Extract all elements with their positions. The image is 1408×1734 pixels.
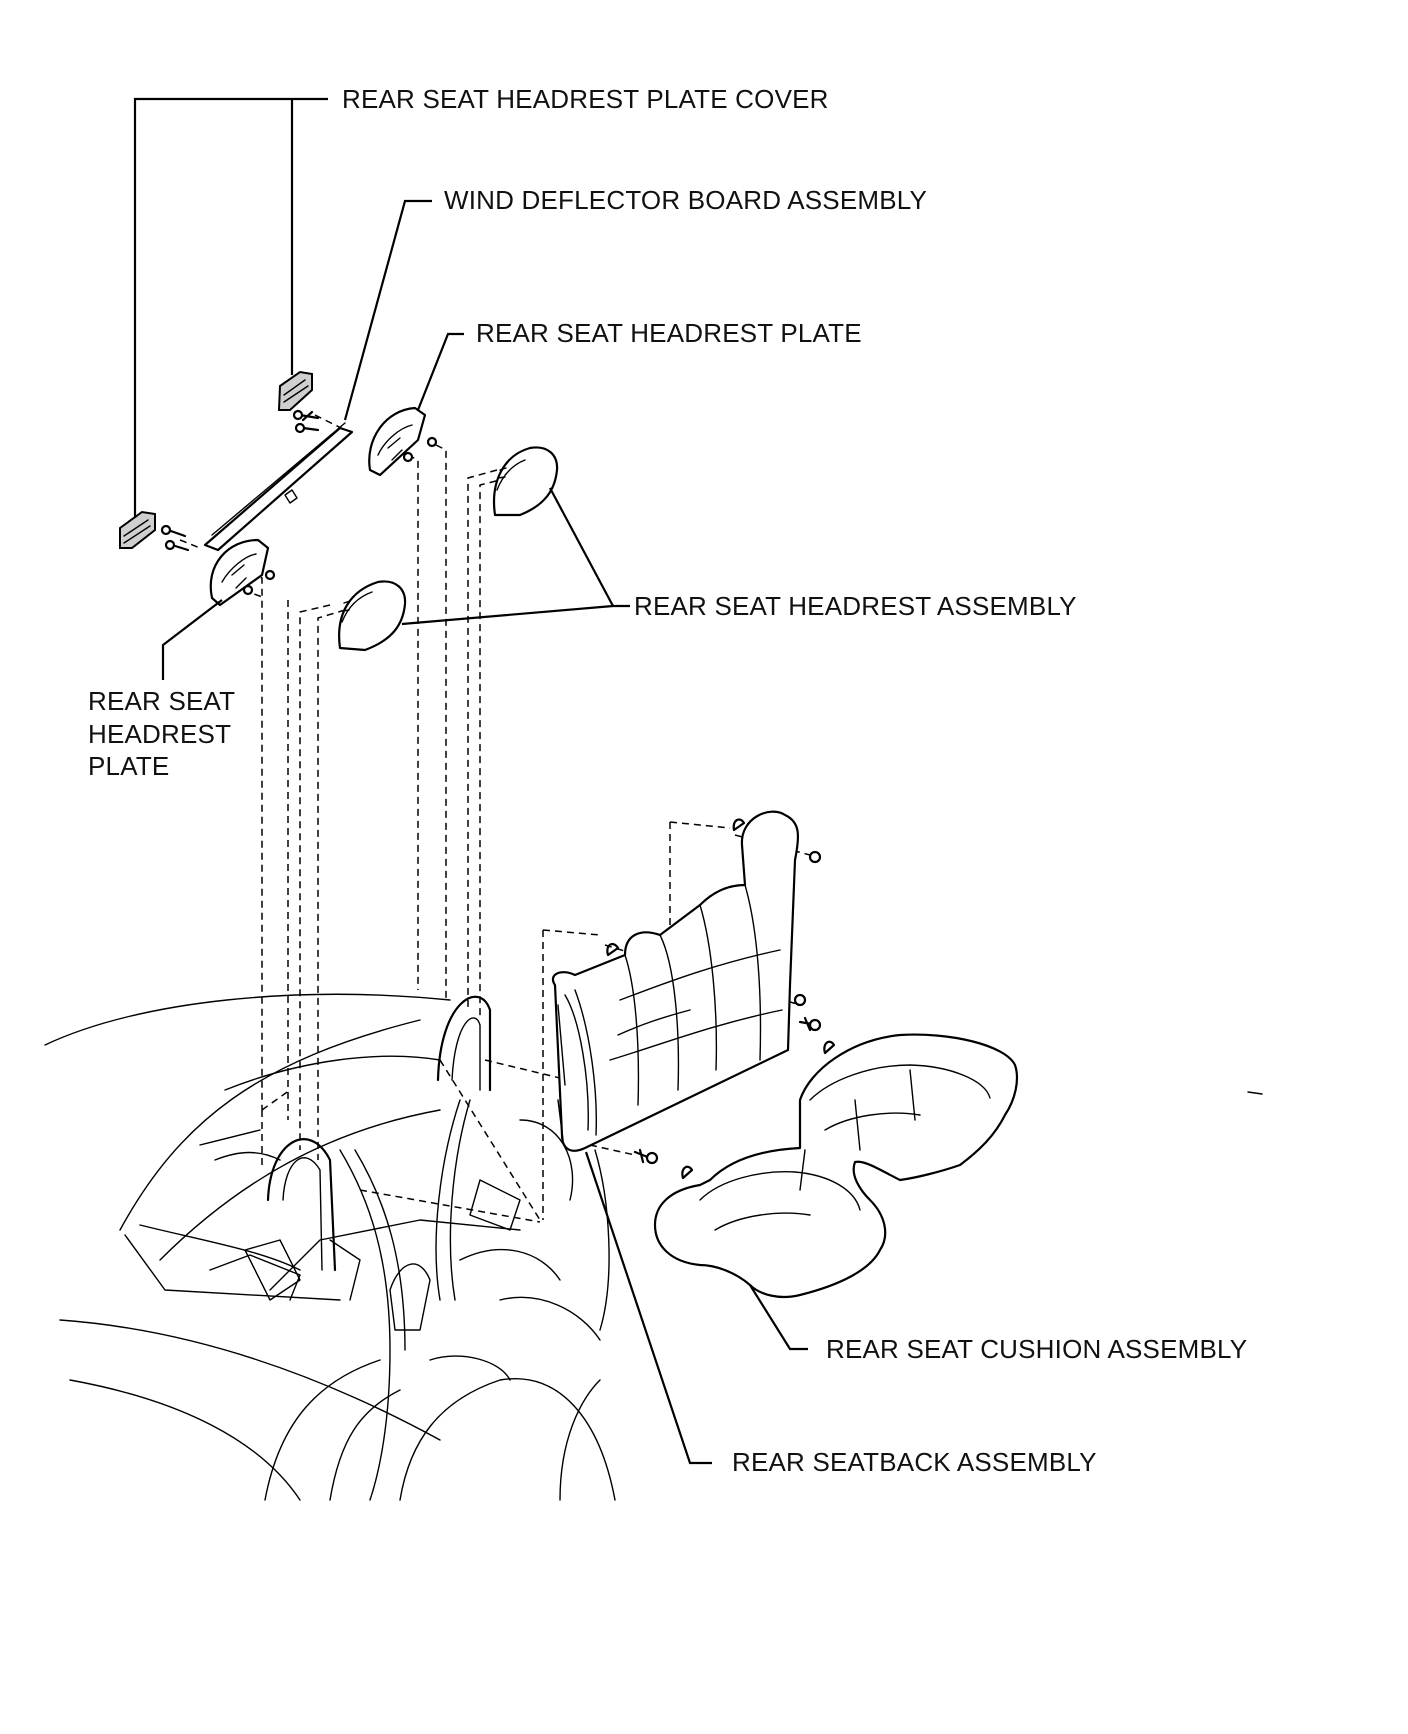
label-cushion-assembly: REAR SEAT CUSHION ASSEMBLY bbox=[826, 1334, 1247, 1364]
headrest-plate-cover-lower bbox=[119, 510, 156, 549]
vehicle-body-outline bbox=[44, 993, 1263, 1501]
label-headrest-assembly: REAR SEAT HEADREST ASSEMBLY bbox=[634, 591, 1077, 621]
label-headrest-plate-left-line2: HEADREST bbox=[88, 719, 231, 749]
rear-seatback-assembly bbox=[551, 810, 822, 1165]
label-headrest-plate-left-line1: REAR SEAT bbox=[88, 686, 235, 716]
alignment-dashed-lines bbox=[179, 414, 811, 1223]
label-seatback-assembly: REAR SEATBACK ASSEMBLY bbox=[732, 1447, 1097, 1477]
label-headrest-plate-left-line3: PLATE bbox=[88, 751, 169, 781]
headrest-plate-left bbox=[209, 538, 276, 607]
headrest-plate-right bbox=[368, 406, 438, 477]
label-wind-deflector: WIND DEFLECTOR BOARD ASSEMBLY bbox=[444, 185, 927, 215]
headrest-assembly-right bbox=[492, 446, 559, 517]
wind-deflector-board bbox=[160, 409, 354, 552]
headrest-assembly-left bbox=[338, 580, 407, 652]
label-headrest-plate-right: REAR SEAT HEADREST PLATE bbox=[476, 318, 862, 348]
rear-seat-cushion-assembly bbox=[653, 1033, 1019, 1299]
label-plate-cover: REAR SEAT HEADREST PLATE COVER bbox=[342, 84, 829, 114]
leader-lines bbox=[133, 97, 808, 1465]
headrest-plate-cover-upper bbox=[277, 370, 313, 411]
part-labels: REAR SEAT HEADREST PLATE COVER WIND DEFL… bbox=[88, 84, 1247, 1477]
